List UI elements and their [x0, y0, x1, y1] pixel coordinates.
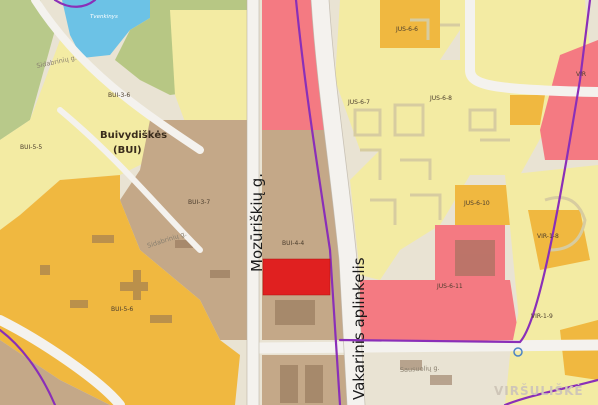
- zone-label-jus-6-8: JUS-6-8: [429, 95, 452, 102]
- road-sidabriniu: [57, 107, 203, 253]
- water-label: Tvenkinys: [90, 14, 118, 20]
- water-pond: [62, 0, 150, 58]
- zone-label-bui-5-6: BUI-5-6: [111, 306, 133, 313]
- road-vakarinis: [311, 0, 365, 405]
- road-east-curve: [465, 0, 598, 97]
- zone-label-vir-1-9: VIR-1-9: [531, 313, 553, 320]
- zone-light-yellow-west: [0, 40, 160, 230]
- zone-orange-north-east: [510, 95, 545, 125]
- street-label-sausuoliu: Sausuolių g.: [400, 364, 440, 374]
- zone-label-jus-6-6: JUS-6-6: [395, 26, 418, 33]
- zone-jus-6-8: [350, 60, 560, 280]
- zone-vir-1-8: [528, 210, 590, 270]
- street-label-mozuriskiu: Mozūriškių g.: [248, 173, 266, 272]
- zone-jus-6-6: [380, 0, 440, 48]
- zone-light-yellow-north: [170, 10, 250, 122]
- zone-label-bui-4-4: BUI-4-4: [282, 240, 304, 247]
- zone-commercial-south: [360, 280, 520, 345]
- selected-parcel[interactable]: [262, 258, 331, 296]
- street-label-vakarinis: Vakarinis aplinkelis: [350, 257, 368, 400]
- zone-label-jus-6-10: JUS-6-10: [463, 200, 490, 207]
- zone-green-west: [0, 0, 55, 140]
- zone-label-jus-6-11: JUS-6-11: [436, 283, 463, 290]
- district-label: VIRŠULIŠKĖ: [494, 383, 584, 398]
- zone-bui-3-7: [120, 120, 255, 340]
- zone-beige-southwest: [0, 340, 110, 405]
- zone-jus-6-10: [455, 185, 510, 225]
- point-marker: [513, 347, 523, 357]
- road-southwest-curve: [0, 315, 125, 405]
- zone-label-vir-1-8: VIR-1-8: [537, 233, 559, 240]
- zone-label-vir: VIR: [576, 71, 586, 78]
- zone-label-bui-3-7: BUI-3-7: [188, 199, 210, 206]
- road-edges: [246, 0, 366, 405]
- zone-label-bui-3-6: BUI-3-6: [108, 92, 130, 99]
- zone-commercial-north: [262, 0, 330, 130]
- road-south-connector: [254, 339, 598, 354]
- road-diagonal-west: [31, 0, 204, 154]
- building-footprints: [40, 235, 495, 403]
- area-code-label: (BUI): [113, 145, 142, 156]
- zone-beige-east: [460, 0, 590, 60]
- zone-commercial-northeast: [540, 40, 598, 160]
- area-name-label: Buivydiškės: [100, 129, 167, 141]
- zone-label-bui-5-5: BUI-5-5: [20, 144, 42, 151]
- zone-label-jus-6-7: JUS-6-7: [347, 99, 370, 106]
